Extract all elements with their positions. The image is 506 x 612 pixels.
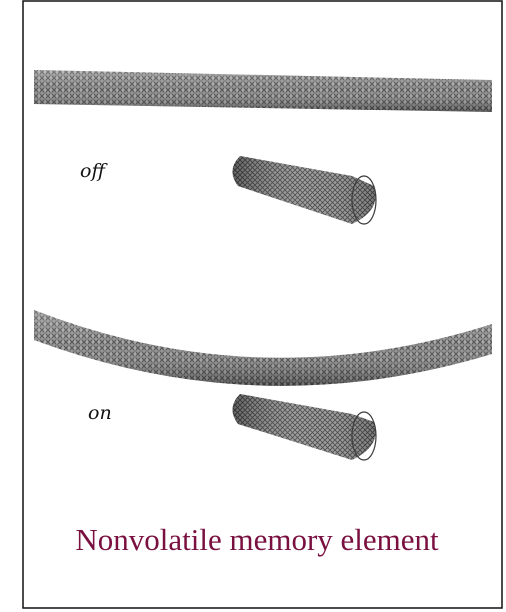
- on-state-label: on: [88, 402, 112, 424]
- diagram-caption: Nonvolatile memory element: [22, 522, 492, 558]
- off-state-label: off: [80, 160, 105, 182]
